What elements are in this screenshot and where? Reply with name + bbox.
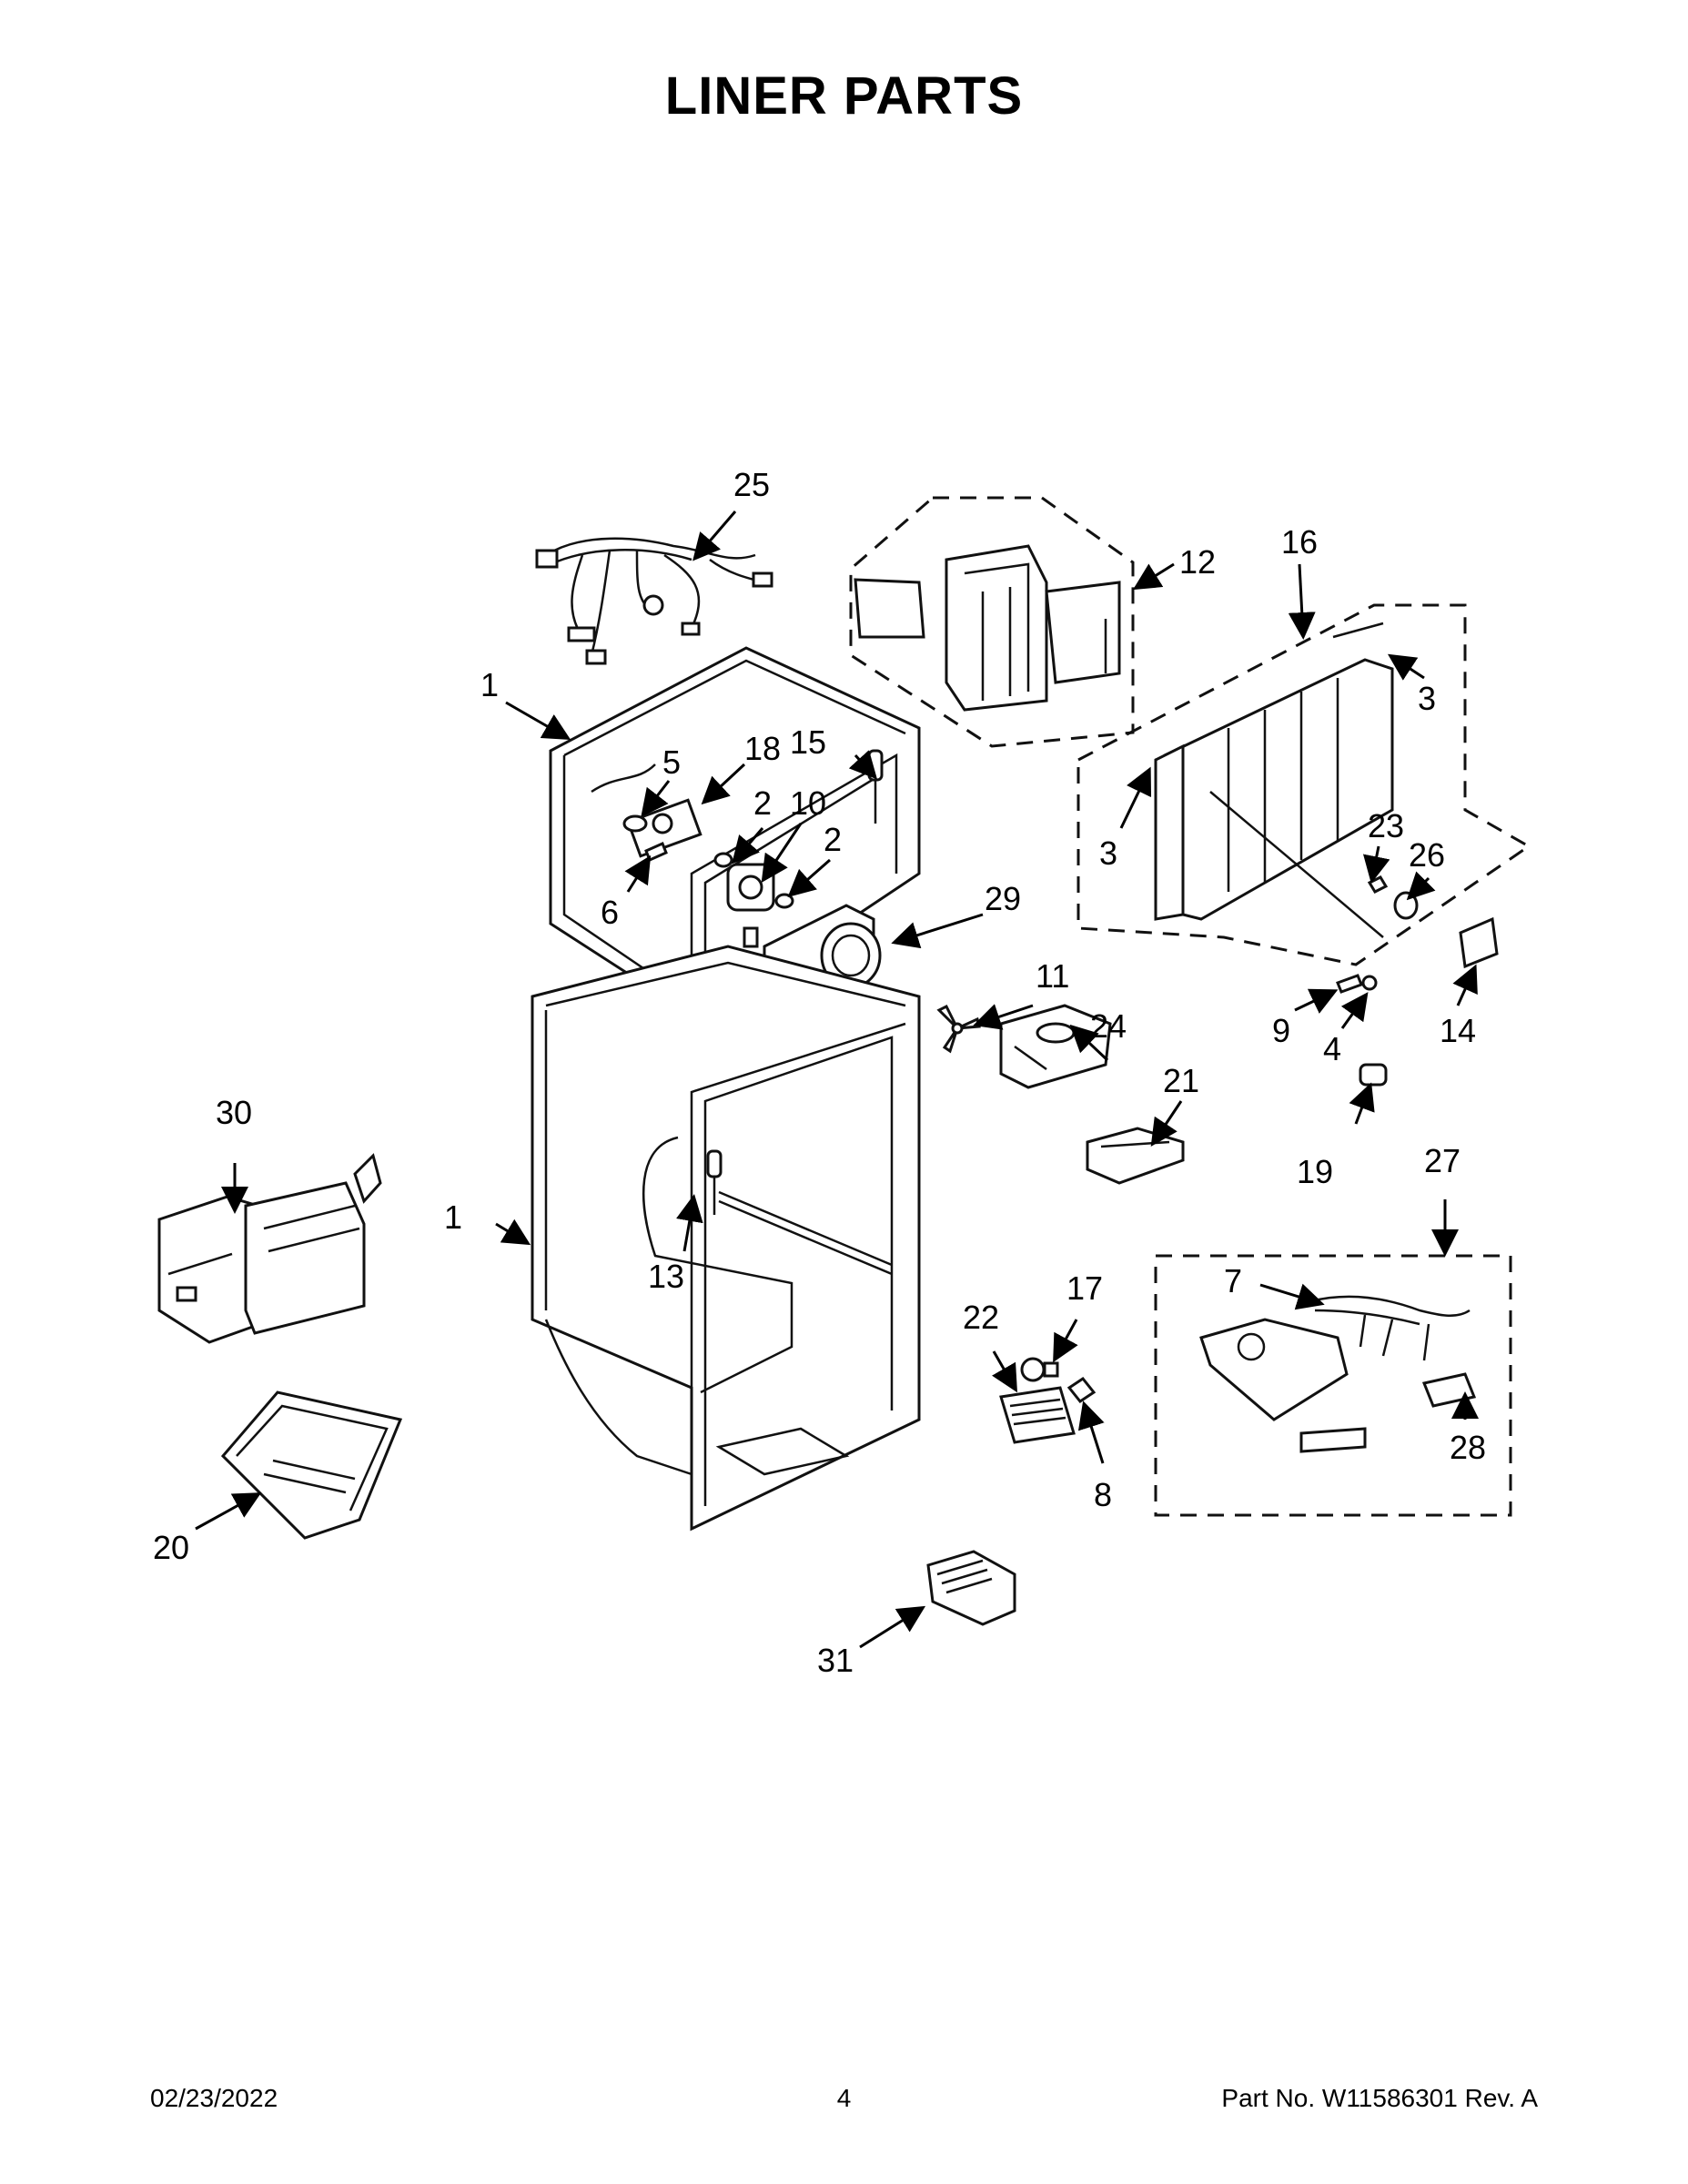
callout-14: 14 <box>1440 1012 1476 1049</box>
cover-plate-part-14 <box>1459 916 1499 969</box>
fresh-food-liner-part-1 <box>531 945 921 1532</box>
callout-30: 30 <box>216 1094 252 1131</box>
callout-21: 21 <box>1163 1062 1199 1099</box>
footer-date: 02/23/2022 <box>150 2084 278 2112</box>
callout-9: 9 <box>1272 1012 1290 1049</box>
grommet-part-2b <box>774 893 794 909</box>
knob-part-26 <box>1393 891 1419 920</box>
callout-16: 16 <box>1281 523 1318 561</box>
ice-maker-part-30 <box>157 1153 382 1344</box>
callout-10: 10 <box>790 784 826 822</box>
control-group-part-27 <box>1154 1254 1512 1517</box>
rear-panel-group-part-16 <box>1076 603 1531 966</box>
storage-bin-part-20 <box>220 1390 403 1540</box>
callout-17: 17 <box>1066 1269 1103 1307</box>
callout-4: 4 <box>1323 1030 1341 1067</box>
footer-page-number: 4 <box>836 2084 852 2112</box>
callout-24: 24 <box>1090 1007 1127 1045</box>
callout-6: 6 <box>601 894 619 931</box>
callout-25: 25 <box>733 466 770 503</box>
callout-3-left: 3 <box>1099 834 1117 872</box>
callout-8: 8 <box>1094 1476 1112 1513</box>
callout-27: 27 <box>1424 1142 1461 1179</box>
clip-part-23 <box>1367 875 1389 894</box>
socket-part-8 <box>1066 1376 1097 1404</box>
callout-1-lower: 1 <box>444 1198 462 1236</box>
callout-12: 12 <box>1179 543 1216 581</box>
screw-part-9 <box>1336 974 1363 994</box>
callout-15: 15 <box>790 723 826 761</box>
callout-19: 19 <box>1297 1153 1333 1190</box>
callout-13: 13 <box>648 1258 684 1295</box>
footer-part-number: Part No. W11586301 Rev. A <box>1221 2084 1538 2112</box>
callout-22: 22 <box>963 1299 999 1336</box>
bulb-part-4 <box>1361 975 1378 991</box>
drain-trough-part-21 <box>1086 1127 1185 1185</box>
callout-2b: 2 <box>824 821 842 858</box>
page-title: LINER PARTS <box>664 66 1024 126</box>
grommet-part-5 <box>622 814 648 833</box>
callout-11: 11 <box>1036 957 1069 995</box>
switch-part-19 <box>1359 1063 1388 1087</box>
callout-7: 7 <box>1224 1262 1242 1299</box>
callout-26: 26 <box>1409 836 1445 874</box>
bulb-part-17 <box>1020 1357 1059 1382</box>
fan-blade-part-11 <box>936 1004 981 1054</box>
light-lens-part-22 <box>999 1386 1076 1444</box>
callout-29: 29 <box>985 880 1021 917</box>
grommet-part-2a <box>713 852 733 868</box>
callout-5: 5 <box>662 743 681 781</box>
vent-part-31 <box>926 1550 1016 1626</box>
thermistor-part-13 <box>706 1149 723 1215</box>
callout-18: 18 <box>744 730 781 767</box>
wire-harness-part-25 <box>535 537 773 665</box>
callout-3-right: 3 <box>1418 680 1436 717</box>
callout-2a: 2 <box>753 784 772 822</box>
callout-31: 31 <box>817 1642 854 1679</box>
leader-lines <box>195 511 1479 1649</box>
callout-20: 20 <box>153 1529 189 1566</box>
callout-23: 23 <box>1368 807 1404 844</box>
callout-28: 28 <box>1450 1429 1486 1466</box>
evaporator-cover-group-part-12 <box>849 496 1135 748</box>
callout-labels: 25 1 5 18 15 6 2 10 2 29 11 12 16 3 3 23… <box>153 466 1486 1679</box>
callout-1-upper: 1 <box>480 666 499 703</box>
